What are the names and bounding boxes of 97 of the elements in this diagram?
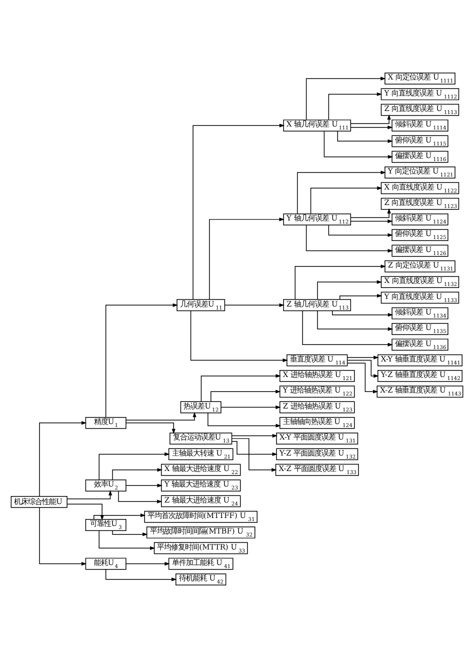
arrow [39, 420, 87, 496]
arrow [328, 224, 393, 236]
arrow [324, 130, 394, 158]
arrow [105, 302, 178, 418]
node-box: 偏摆误差 U$_{1136}$ [392, 338, 448, 350]
node-box: Y-Z 轴垂直度误差 U$_{1142}$ [378, 370, 462, 382]
node-box: X 向直线度误差 U$_{1132}$ [380, 276, 460, 288]
node-box: Y 轴最大进给速度 U$_{23}$ [160, 479, 241, 491]
node-box: 平均修复时间(MTTR) U$_{33}$ [154, 542, 248, 554]
arrow [98, 530, 156, 550]
node-box: Z 向定位误差 U$_{1131}$ [384, 260, 456, 272]
arrow [66, 503, 104, 520]
arrow [190, 310, 288, 362]
arrow [350, 218, 393, 223]
node-box: X 轴几何误差 U$_{111}$ [283, 119, 352, 131]
node-box: X 轴最大进给速度 U$_{22}$ [160, 463, 241, 476]
arrow [94, 513, 146, 520]
node-box: 平均首次故障时间(MTTFF) U$_{31}$ [144, 510, 258, 522]
arrow [294, 264, 386, 300]
node-box: Y 进给轴热误差 U$_{122}$ [279, 385, 355, 398]
node-box: X-Z 轴垂直度误差 U$_{1143}$ [376, 385, 464, 398]
node-box: X 向直线度误差 U$_{1122}$ [380, 182, 460, 194]
node-box: Z 轴几何误差 U$_{113}$ [283, 298, 352, 311]
arrow [350, 114, 391, 124]
arrow [347, 355, 379, 359]
node-box: Y 轴几何误差 U$_{112}$ [283, 212, 352, 225]
node-box: 平均故障时间间隔(MTBF) U$_{32}$ [146, 526, 256, 538]
node-box: X-Y 轴垂直度误差 U$_{1141}$ [378, 354, 462, 366]
node-box: 效率U$_{2}$ [85, 479, 126, 491]
node-box: 偏摆误差 U$_{1116}$ [392, 150, 448, 162]
arrow [39, 506, 87, 566]
node-box: 可靠性U$_{3}$ [85, 518, 126, 530]
arrow [328, 92, 382, 120]
node-box: 主轴轴向热误差 U$_{124}$ [279, 416, 355, 428]
arrow [192, 123, 285, 300]
arrow [231, 438, 277, 472]
arrow [224, 302, 284, 306]
node-box: X 向定位误差 U$_{1111}$ [384, 72, 456, 84]
node-box: 倾斜误差 U$_{1134}$ [392, 306, 448, 319]
arrow [332, 310, 394, 316]
arrow [350, 208, 391, 218]
node-box: Z 轴最大进给速度 U$_{24}$ [160, 494, 241, 507]
arrow [112, 530, 148, 536]
node-box: Y 向直线度误差 U$_{1112}$ [380, 88, 460, 100]
arrow [232, 433, 278, 438]
arrow [209, 217, 284, 300]
node-box: 精度U$_{1}$ [85, 416, 126, 428]
node-box: X 进给轴热误差 U$_{121}$ [279, 370, 355, 382]
node-box: Z 向直线度误差 U$_{1113}$ [380, 103, 460, 116]
arrow [210, 389, 281, 402]
arrow [232, 440, 278, 456]
arrow [220, 404, 281, 409]
arrow [66, 490, 112, 499]
node-box: Y 向定位误差 U$_{1121}$ [384, 166, 456, 178]
node-box: 主轴最大转速 U$_{21}$ [168, 448, 234, 460]
arrow [302, 310, 393, 346]
arrow [112, 468, 162, 480]
arrow [126, 561, 170, 566]
node-box: 几何误差U$_{11}$ [176, 298, 226, 311]
node-box: X-Z 平面圆度误差 U$_{133}$ [275, 463, 359, 476]
arrow [208, 412, 281, 428]
node-box: 待机能耗 U$_{42}$ [176, 572, 226, 585]
arrow [297, 170, 386, 214]
node-box: 热误差U$_{12}$ [180, 400, 222, 413]
arrow [339, 294, 382, 300]
arrow [350, 125, 393, 129]
arrow [118, 490, 162, 503]
arrow [98, 452, 170, 480]
node-box: 偏摆误差 U$_{1126}$ [392, 244, 448, 256]
node-box: 倾斜误差 U$_{1114}$ [392, 119, 448, 131]
arrow [126, 411, 196, 420]
arrow [105, 568, 177, 581]
node-box: 俯仰误差 U$_{1115}$ [392, 134, 448, 147]
node-box: 复合运动误差U$_{13}$ [170, 432, 232, 444]
arrow [347, 362, 378, 393]
node-box: 机床综合性能U [10, 495, 68, 508]
node-box: 俯仰误差 U$_{1135}$ [392, 322, 448, 334]
arrow [310, 186, 382, 214]
arrow [306, 224, 393, 252]
node-box: 单件加工能耗 U$_{41}$ [168, 557, 234, 570]
node-box: 倾斜误差 U$_{1124}$ [392, 212, 448, 225]
arrow [337, 130, 393, 142]
node-box: Z 向直线度误差 U$_{1123}$ [380, 197, 460, 210]
node-box: X-Y 平面圆度误差 U$_{131}$ [276, 432, 358, 444]
node-box: 能耗U$_{4}$ [85, 557, 126, 570]
arrow [347, 359, 379, 378]
node-box: 俯仰误差 U$_{1125}$ [392, 228, 448, 241]
arrow [306, 76, 386, 120]
node-box: Y-Z 平面圆度误差 U$_{132}$ [276, 448, 358, 460]
arrow [126, 422, 176, 434]
node-box: Y 向直线度误差 U$_{1133}$ [380, 291, 460, 304]
node-box: 垂直度误差 U$_{114}$ [286, 354, 348, 366]
arrow [126, 483, 162, 487]
arrow [200, 374, 281, 402]
node-box: Z 进给轴热误差 U$_{123}$ [279, 400, 355, 413]
arrow [317, 310, 394, 330]
arrow [317, 280, 382, 300]
